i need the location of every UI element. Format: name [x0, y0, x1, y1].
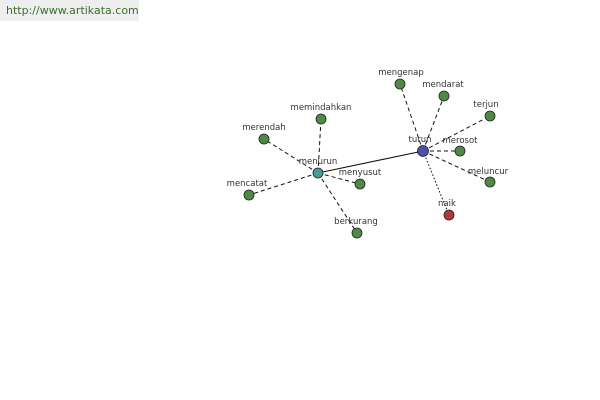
- node-label-berkurang: berkurang: [334, 217, 378, 227]
- edge-menurun-merendah: [263, 138, 319, 174]
- edge-turun-mendarat: [422, 95, 445, 152]
- node-marker-turun[interactable]: [417, 145, 429, 157]
- node-menyusut[interactable]: menyusut: [339, 168, 382, 190]
- node-label-merendah: merendah: [242, 123, 285, 133]
- node-label-naik: naik: [438, 199, 456, 209]
- node-marker-merendah[interactable]: [258, 133, 270, 145]
- node-marker-mendarat[interactable]: [438, 90, 450, 102]
- node-marker-terjun[interactable]: [484, 110, 496, 122]
- node-berkurang[interactable]: berkurang: [334, 217, 378, 239]
- node-label-terjun: terjun: [473, 100, 498, 110]
- node-label-mendarat: mendarat: [422, 80, 464, 90]
- node-mendarat[interactable]: mendarat: [422, 80, 464, 102]
- edge-menurun-berkurang: [317, 172, 358, 234]
- node-marker-menurun[interactable]: [312, 167, 324, 179]
- node-marker-berkurang[interactable]: [351, 227, 363, 239]
- graph-nodes: turun menurun naik mengenap mendarat terjun me…: [227, 68, 509, 239]
- node-marker-naik[interactable]: [443, 209, 455, 221]
- node-merosot[interactable]: merosot: [443, 136, 479, 157]
- edge-menurun-mencatat: [248, 172, 319, 196]
- node-label-meluncur: meluncur: [468, 167, 509, 177]
- edge-turun-mengenap: [399, 83, 424, 152]
- edge-turun-terjun: [422, 115, 491, 152]
- node-turun[interactable]: turun: [409, 135, 432, 157]
- node-marker-merosot[interactable]: [454, 145, 466, 157]
- node-marker-mengenap[interactable]: [394, 78, 406, 90]
- node-mencatat[interactable]: mencatat: [227, 179, 268, 201]
- node-label-menyusut: menyusut: [339, 168, 382, 178]
- node-terjun[interactable]: terjun: [473, 100, 499, 122]
- site-url-link[interactable]: http://www.artikata.com: [0, 0, 139, 21]
- node-memindahkan[interactable]: memindahkan: [291, 103, 352, 125]
- edge-menurun-memindahkan: [317, 118, 322, 174]
- node-label-mengenap: mengenap: [378, 68, 424, 78]
- node-marker-mencatat[interactable]: [243, 189, 255, 201]
- node-naik[interactable]: naik: [438, 199, 456, 221]
- node-marker-memindahkan[interactable]: [315, 113, 327, 125]
- node-label-menurun: menurun: [299, 157, 338, 167]
- node-meluncur[interactable]: meluncur: [468, 167, 509, 188]
- node-marker-menyusut[interactable]: [354, 178, 366, 190]
- node-label-merosot: merosot: [443, 136, 479, 146]
- node-merendah[interactable]: merendah: [242, 123, 286, 145]
- node-menurun[interactable]: menurun: [299, 157, 338, 179]
- edge-turun-meluncur: [422, 150, 491, 183]
- edge-turun-naik: [422, 150, 450, 216]
- edge-turun-menurun: [317, 150, 424, 174]
- node-label-mencatat: mencatat: [227, 179, 268, 189]
- node-label-turun: turun: [409, 135, 432, 145]
- node-label-memindahkan: memindahkan: [291, 103, 352, 113]
- edge-menurun-menyusut: [317, 172, 361, 185]
- graph-edges: [248, 83, 491, 234]
- node-mengenap[interactable]: mengenap: [378, 68, 424, 90]
- node-marker-meluncur[interactable]: [484, 176, 496, 188]
